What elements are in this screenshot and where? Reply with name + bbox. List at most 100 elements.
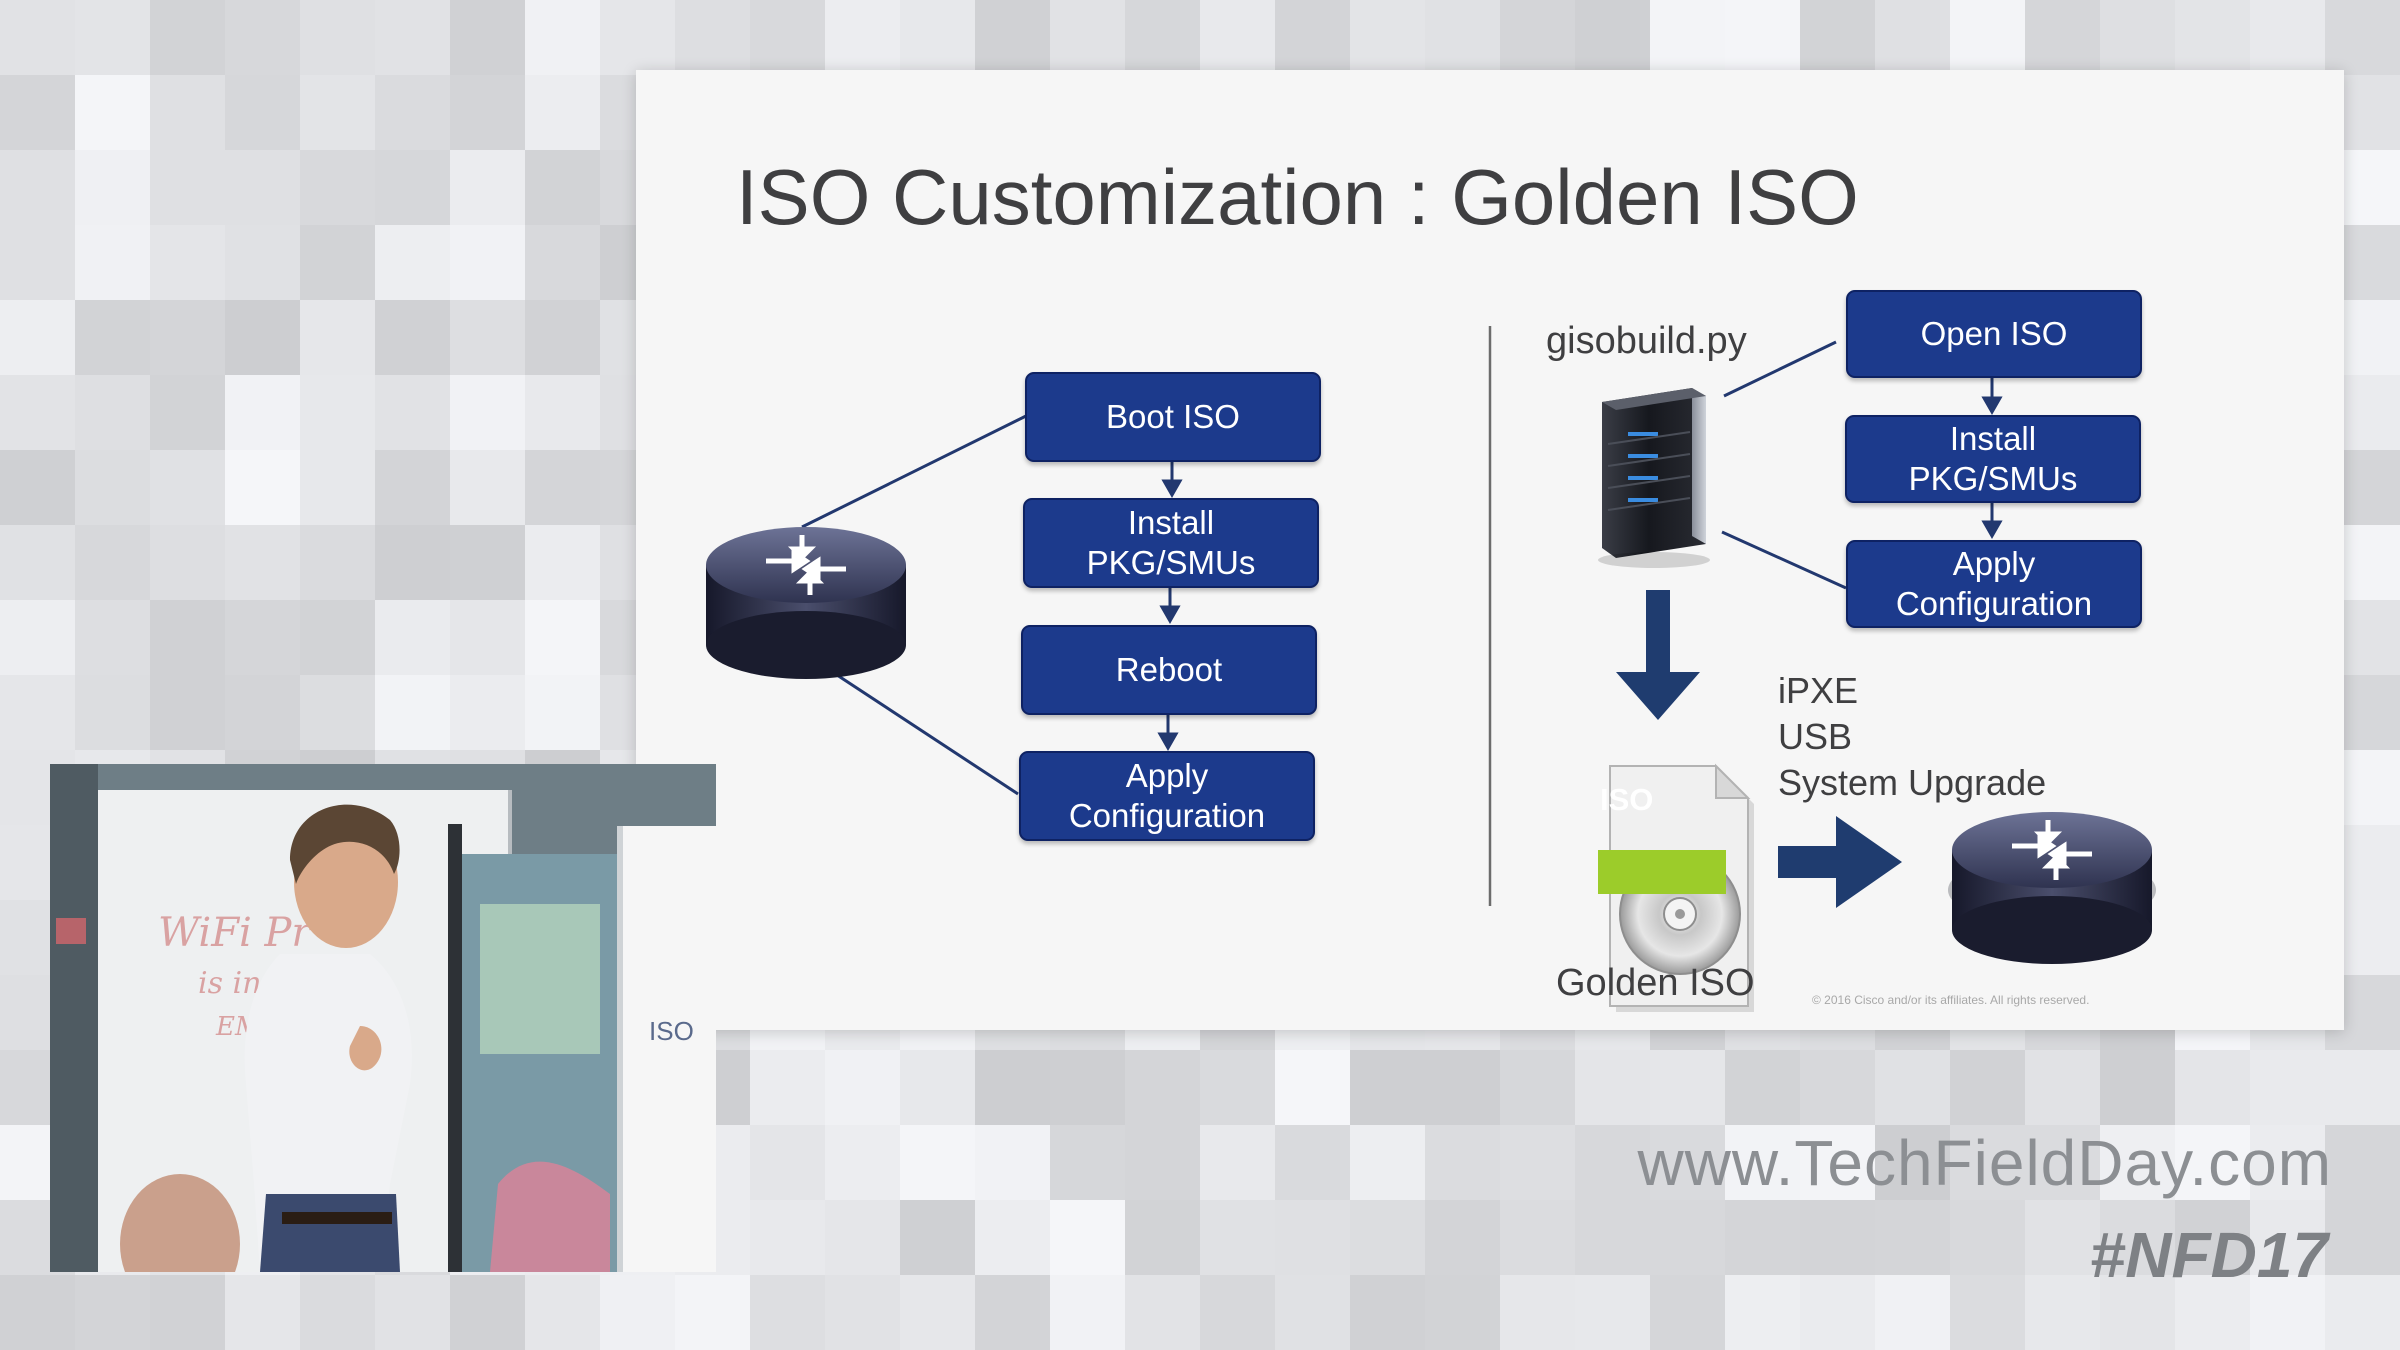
background-tile xyxy=(750,0,825,75)
background-tile xyxy=(450,600,525,675)
background-tile xyxy=(0,225,75,300)
background-tile xyxy=(2325,1125,2400,1200)
background-tile xyxy=(1125,1275,1200,1350)
step-arrow-icon xyxy=(1981,378,2003,540)
background-tile xyxy=(0,300,75,375)
background-tile xyxy=(225,600,300,675)
background-tile xyxy=(2175,1125,2250,1200)
background-tile xyxy=(450,375,525,450)
background-tile xyxy=(525,450,600,525)
step-apply-configuration-right: Apply Configuration xyxy=(1846,540,2142,628)
background-tile xyxy=(525,600,600,675)
background-tile xyxy=(1500,0,1575,75)
background-tile xyxy=(1050,1275,1125,1350)
background-tile xyxy=(150,375,225,450)
background-tile xyxy=(2250,0,2325,75)
background-tile xyxy=(1875,0,1950,75)
background-tile xyxy=(2100,1275,2175,1350)
background-tile xyxy=(1500,1050,1575,1125)
background-tile xyxy=(1575,1050,1650,1125)
background-tile xyxy=(225,300,300,375)
background-tile xyxy=(1650,1050,1725,1125)
background-tile xyxy=(1050,0,1125,75)
background-tile xyxy=(300,150,375,225)
background-tile xyxy=(1950,0,2025,75)
router-icon xyxy=(1948,812,2156,964)
background-tile xyxy=(600,1275,675,1350)
background-tile xyxy=(1875,1050,1950,1125)
step-boot-iso: Boot ISO xyxy=(1025,372,1321,462)
background-tile xyxy=(2250,1200,2325,1275)
background-tile xyxy=(300,675,375,750)
step-install-pkg-smus-right: Install PKG/SMUs xyxy=(1845,415,2141,503)
background-tile xyxy=(1875,1200,1950,1275)
background-tile xyxy=(2025,1200,2100,1275)
iso-badge-label: ISO xyxy=(1600,782,1654,817)
background-tile xyxy=(225,375,300,450)
background-tile xyxy=(0,600,75,675)
connector-line xyxy=(801,414,1027,529)
presenter-video-inset: WiFi Pr is in EMAIL ISO xyxy=(50,764,716,1272)
background-tile xyxy=(1425,1275,1500,1350)
background-tile xyxy=(1350,1050,1425,1125)
background-tile xyxy=(1500,1275,1575,1350)
background-tile xyxy=(750,1125,825,1200)
background-tile xyxy=(150,225,225,300)
background-tile xyxy=(975,1125,1050,1200)
whiteboard-text: WiFi Pr xyxy=(158,910,311,956)
background-tile xyxy=(2100,1125,2175,1200)
background-tile xyxy=(150,0,225,75)
background-tile xyxy=(1800,1050,1875,1125)
background-tile xyxy=(375,1275,450,1350)
background-tile xyxy=(525,675,600,750)
background-tile xyxy=(750,1050,825,1125)
background-tile xyxy=(300,225,375,300)
background-tile xyxy=(150,525,225,600)
copyright-notice: © 2016 Cisco and/or its affiliates. All … xyxy=(1812,993,2090,1007)
background-tile xyxy=(600,0,675,75)
background-tile xyxy=(75,75,150,150)
background-tile xyxy=(75,525,150,600)
background-tile xyxy=(225,75,300,150)
background-tile xyxy=(2250,1050,2325,1125)
background-tile xyxy=(1050,1200,1125,1275)
background-tile xyxy=(525,75,600,150)
background-tile xyxy=(75,675,150,750)
background-tile xyxy=(2175,0,2250,75)
background-tile xyxy=(2100,0,2175,75)
background-tile xyxy=(225,225,300,300)
background-tile xyxy=(225,525,300,600)
background-tile xyxy=(0,75,75,150)
background-tile xyxy=(2175,1275,2250,1350)
background-tile xyxy=(1200,1200,1275,1275)
background-tile xyxy=(1275,1200,1350,1275)
presentation-monitor: ISO xyxy=(617,826,716,1272)
background-tile xyxy=(2100,1050,2175,1125)
background-tile xyxy=(375,525,450,600)
background-tile xyxy=(1050,1125,1125,1200)
background-tile xyxy=(675,1275,750,1350)
step-install-pkg-smus: Install PKG/SMUs xyxy=(1023,498,1319,588)
background-tile xyxy=(525,300,600,375)
background-tile xyxy=(0,150,75,225)
background-tile xyxy=(300,1275,375,1350)
step-open-iso: Open ISO xyxy=(1846,290,2142,378)
background-tile xyxy=(2250,1125,2325,1200)
background-tile xyxy=(1725,1050,1800,1125)
background-tile xyxy=(675,0,750,75)
background-tile xyxy=(1200,0,1275,75)
background-tile xyxy=(75,225,150,300)
background-tile xyxy=(1125,1200,1200,1275)
background-tile xyxy=(525,1275,600,1350)
install-method-ipxe: iPXE xyxy=(1778,670,1859,711)
background-tile xyxy=(825,0,900,75)
background-tile xyxy=(1725,0,1800,75)
background-tile xyxy=(900,1125,975,1200)
background-tile xyxy=(525,525,600,600)
background-tile xyxy=(825,1200,900,1275)
background-tile xyxy=(225,450,300,525)
step-apply-configuration: Apply Configuration xyxy=(1019,751,1315,841)
background-tile xyxy=(2325,1200,2400,1275)
background-tile xyxy=(900,1200,975,1275)
background-tile xyxy=(450,150,525,225)
